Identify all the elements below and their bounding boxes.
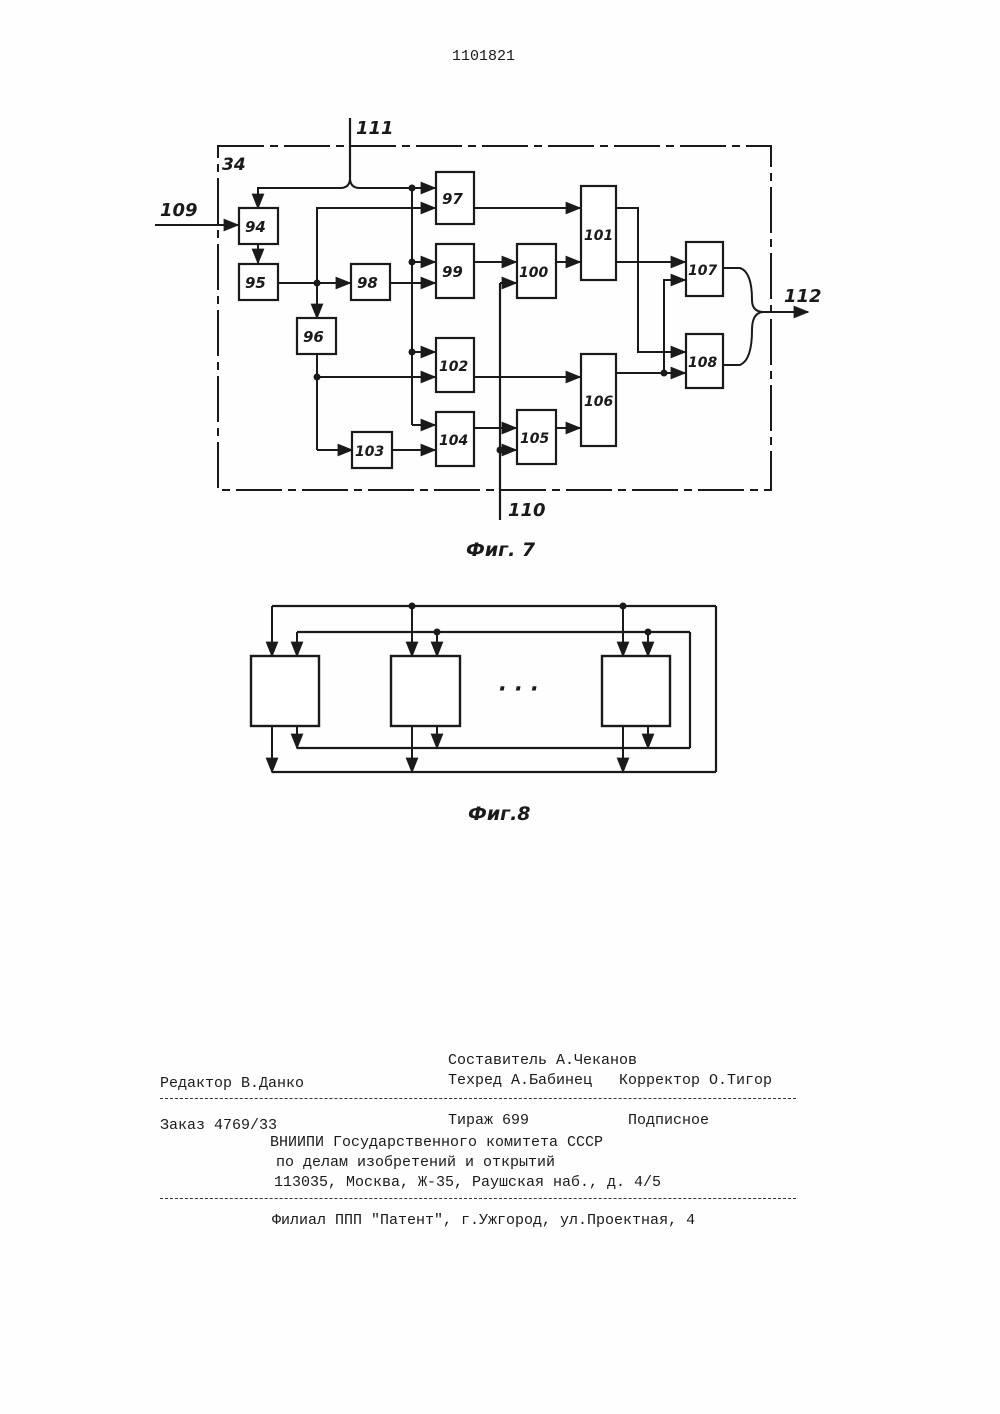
fig8-block-n: [602, 656, 670, 726]
subscription: Подписное: [628, 1112, 709, 1129]
block-102-label: 102: [439, 359, 468, 375]
editor: Редактор В.Данко: [160, 1075, 304, 1092]
org-address: 113035, Москва, Ж-35, Раушская наб., д. …: [274, 1174, 661, 1191]
compiler: Составитель А.Чеканов: [448, 1052, 637, 1069]
circulation: Тираж 699: [448, 1112, 529, 1129]
block-108-label: 108: [688, 355, 717, 371]
fig8-block-2: [391, 656, 460, 726]
block-106-label: 106: [584, 394, 613, 410]
fig8-block-1: [251, 656, 319, 726]
org-line-2: по делам изобретений и открытий: [276, 1154, 555, 1171]
input-109-label: 109: [160, 200, 198, 221]
input-110-label: 110: [508, 500, 546, 521]
fig7-caption: Фиг. 7: [466, 539, 536, 561]
block-104-label: 104: [439, 433, 468, 449]
block-94-label: 94: [245, 218, 266, 236]
fig8-ellipsis: · · ·: [498, 677, 538, 702]
block-95-label: 95: [245, 274, 266, 292]
block-96-label: 96: [303, 328, 324, 346]
block-101-label: 101: [584, 228, 613, 244]
block-97-label: 97: [442, 190, 463, 208]
block-98-label: 98: [357, 274, 378, 292]
block-34-label: 34: [222, 155, 246, 175]
block-100-label: 100: [519, 265, 548, 281]
fig8-caption: Фиг.8: [468, 803, 531, 825]
order: Заказ 4769/33: [160, 1117, 277, 1134]
divider-bottom: [160, 1198, 796, 1199]
fig7-diagram: 34 111 109: [0, 0, 1000, 600]
block-107-label: 107: [688, 263, 717, 279]
fig8-diagram: · · · Фиг.8: [0, 590, 1000, 830]
input-111-label: 111: [356, 118, 394, 139]
techred-corrector: Техред А.Бабинец Корректор О.Тигор: [448, 1072, 772, 1089]
org-line-1: ВНИИПИ Государственного комитета СССР: [270, 1134, 603, 1151]
block-103-label: 103: [355, 444, 384, 460]
block-105-label: 105: [520, 431, 549, 447]
block-99-label: 99: [442, 263, 463, 281]
output-112-label: 112: [784, 286, 822, 307]
divider-top: [160, 1098, 796, 1099]
branch: Филиал ППП "Патент", г.Ужгород, ул.Проек…: [272, 1212, 695, 1229]
